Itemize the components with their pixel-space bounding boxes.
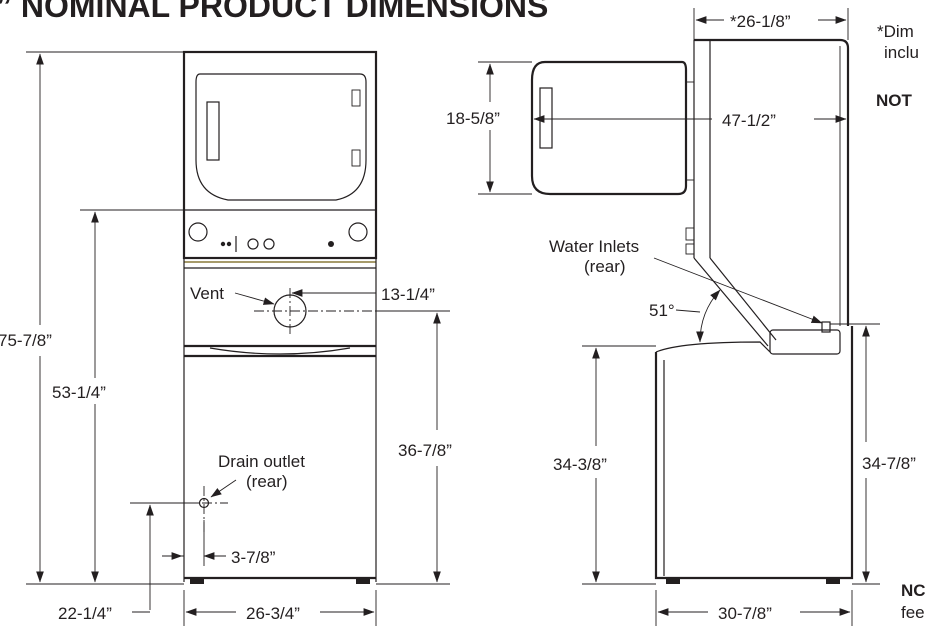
page-title: ” NOMINAL PRODUCT DIMENSIONS xyxy=(0,0,548,24)
note-top: NOT xyxy=(876,91,913,110)
top-depth-label: *26-1/8” xyxy=(730,12,791,31)
notes: *Dim inclu NOT NC fee xyxy=(876,22,925,622)
side-view: *26-1/8” 18-5/8” 47-1/2” Water Inlets (r… xyxy=(446,8,916,626)
note-bottom-line1: NC xyxy=(901,581,925,600)
dryer-hinge-top xyxy=(351,89,361,107)
back-console xyxy=(769,329,841,355)
vent-offset-label: 13-1/4” xyxy=(381,285,435,304)
vent-height-label: 36-7/8” xyxy=(398,441,452,460)
drain-offset-label: 3-7/8” xyxy=(231,548,276,567)
water-inlet xyxy=(821,321,831,333)
vent-label: Vent xyxy=(190,284,224,303)
bottom-depth-label: 30-7/8” xyxy=(718,604,772,623)
door-height-label: 18-5/8” xyxy=(446,109,500,128)
water-inlets-label: Water Inlets xyxy=(549,237,639,256)
dryer-cabinet xyxy=(182,50,378,260)
dryer-door xyxy=(195,73,367,201)
dryer-hinge-bottom xyxy=(351,149,361,167)
note-bottom-line2: fee xyxy=(901,603,925,622)
washer-height-label: 34-3/8” xyxy=(553,455,607,474)
drain-label: Drain outlet xyxy=(218,452,305,471)
note-asterisk-line1: *Dim xyxy=(877,22,914,41)
dryer-door-open xyxy=(530,60,688,196)
control-height-label: 53-1/4” xyxy=(52,383,106,402)
drain-sub-label: (rear) xyxy=(246,472,288,491)
drain-height-label: 22-1/4” xyxy=(58,604,112,623)
control-knob-right xyxy=(348,222,368,242)
dryer-side xyxy=(694,38,850,326)
door-open-depth-label: 47-1/2” xyxy=(722,111,776,130)
washer-body xyxy=(654,326,854,580)
washer-lid-open xyxy=(693,257,769,347)
washer-lid xyxy=(209,347,351,355)
water-inlets-sub-label: (rear) xyxy=(584,257,626,276)
lid-angle-label: 51° xyxy=(649,301,675,320)
dryer-door-open-handle xyxy=(539,87,553,149)
control-knob-left xyxy=(188,222,208,242)
dryer-door-handle xyxy=(206,101,220,161)
overall-height-label: 75-7/8” xyxy=(0,331,52,350)
inlet-height-label: 34-7/8” xyxy=(862,454,916,473)
front-view: Vent 13-1/4” Drain outlet (rear) 3-7/8” … xyxy=(0,50,452,626)
width-label: 26-3/4” xyxy=(246,604,300,623)
note-asterisk-line2: inclu xyxy=(884,43,919,62)
